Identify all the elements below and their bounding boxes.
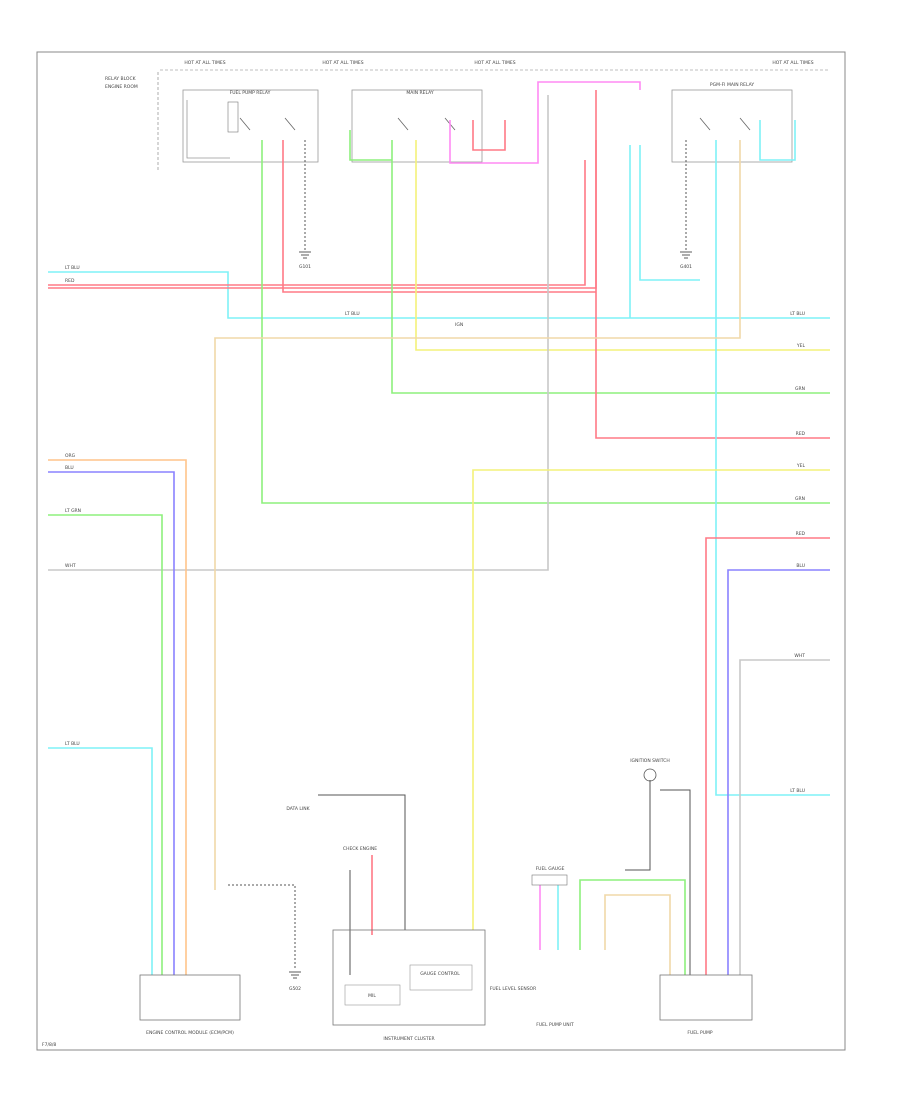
- ground-symbol-ecm: [289, 971, 301, 979]
- wire-ltgreen-ecm: [48, 514, 163, 975]
- ign-label: IGN: [455, 322, 463, 328]
- svg-text:ENGINE CONTROL MODULE (ECM/PCM: ENGINE CONTROL MODULE (ECM/PCM): [146, 1030, 234, 1036]
- ground-symbol-pgm-relay: [680, 251, 692, 259]
- svg-text:FUEL LEVEL SENSOR: FUEL LEVEL SENSOR: [490, 986, 536, 992]
- wire-ltblu-top-left: [48, 271, 830, 319]
- wire-green-fp-relay: [261, 140, 830, 504]
- wire-orange-ecm: [48, 459, 187, 975]
- right-ground-label: G401: [680, 264, 692, 270]
- right-wire-label: WHT: [794, 653, 805, 659]
- svg-text:FUEL PUMP UNIT: FUEL PUMP UNIT: [536, 1022, 574, 1028]
- wire-red-fp-relay: [282, 140, 596, 293]
- page-code: F7/8/8: [42, 1042, 56, 1048]
- ecm-module: ENGINE CONTROL MODULE (ECM/PCM): [139, 974, 241, 1036]
- eng-room-label: ENGINE ROOM: [105, 84, 138, 90]
- wire-yellow-cluster: [472, 469, 830, 930]
- pgm-fi-main-relay: PGM-FI MAIN RELAY: [671, 82, 793, 163]
- fuse-label-2: HOT AT ALL TIMES: [322, 60, 363, 66]
- left-wire-label: LT BLU: [65, 741, 80, 747]
- svg-text:FUEL PUMP: FUEL PUMP: [687, 1030, 713, 1036]
- right-wire-label: LT BLU: [790, 788, 805, 794]
- wire-green-main-relay: [391, 140, 830, 394]
- wire-yellow-main-relay: [415, 140, 830, 351]
- wire-red-right-438: [595, 140, 830, 439]
- wire-blue-fuel-pump: [727, 569, 830, 975]
- wire-red-fuel-pump: [705, 537, 830, 975]
- right-wire-label: GRN: [795, 496, 805, 502]
- left-wire-label: BLU: [65, 465, 74, 471]
- svg-text:MIL: MIL: [368, 993, 376, 999]
- fuel-pump-relay: FUEL PUMP RELAY: [182, 89, 319, 163]
- left-wire-label: LT GRN: [65, 508, 81, 514]
- ground-symbol-fp-relay: [299, 251, 311, 259]
- svg-text:FUEL PUMP RELAY: FUEL PUMP RELAY: [230, 90, 271, 96]
- wire-tan-right-relay: [214, 140, 741, 890]
- fuel-pump-unit: FUEL PUMP FUEL PUMP UNIT: [536, 974, 753, 1036]
- left-ground-label: G101: [299, 264, 311, 270]
- ground-wiring: [228, 140, 691, 975]
- relay-block-label: RELAY BLOCK: [105, 76, 137, 82]
- wire-tan-fuel-pump-unit: [604, 894, 671, 975]
- data-link-label: DATA LINK: [286, 806, 310, 812]
- fuse-label-4: HOT AT ALL TIMES: [772, 60, 813, 66]
- mid-wire-label: LT BLU: [345, 311, 360, 317]
- wire-green-main-relay-in: [349, 130, 392, 161]
- top-left-wire-label: LT BLU: [65, 265, 80, 271]
- left-wire-label: ORG: [65, 453, 76, 459]
- right-wire-label: BLU: [796, 563, 805, 569]
- main-relay: MAIN RELAY: [351, 89, 483, 163]
- right-edge-labels: LT BLU YEL GRN RED YEL GRN RED BLU WHT LT BLU: [790, 311, 805, 794]
- fuel-gauge-connector: FUEL GAUGE FUEL LEVEL SENSOR: [490, 866, 568, 992]
- ignition-switch-symbol: IGNITION SWITCH: [630, 758, 670, 782]
- fuse-label-1: HOT AT ALL TIMES: [184, 60, 225, 66]
- wire-red-top-left: [48, 160, 586, 286]
- svg-text:INSTRUMENT CLUSTER: INSTRUMENT CLUSTER: [383, 1036, 434, 1042]
- right-wire-label: YEL: [796, 343, 806, 349]
- svg-text:CHECK ENGINE: CHECK ENGINE: [343, 846, 377, 852]
- wire-ltblu-pgm-relay-2: [639, 145, 700, 281]
- right-wire-label: RED: [796, 431, 806, 437]
- diagram-border: [36, 51, 846, 1051]
- wire-ltblu-ecm: [48, 747, 153, 975]
- svg-text:FUEL GAUGE: FUEL GAUGE: [536, 866, 565, 872]
- wire-red-main-relay-loop: [472, 120, 506, 151]
- wire-ltblu-long: [715, 140, 830, 796]
- wire-white-fuel-pump: [739, 659, 830, 975]
- wire-pink-main-relay: [449, 81, 548, 164]
- wire-blue-ecm: [48, 471, 175, 975]
- wire-ltblu-right-relay: [759, 120, 796, 161]
- fuse-label-3: HOT AT ALL TIMES: [474, 60, 515, 66]
- ground-bus-label: G502: [289, 986, 301, 992]
- instrument-cluster: CHECK ENGINE GAUGE CONTROL MIL INSTRUMEN…: [332, 846, 486, 1042]
- left-edge-labels: ORG BLU LT GRN WHT LT BLU LT BLU RED LT BLU IGN: [65, 265, 463, 747]
- right-wire-label: RED: [796, 531, 806, 537]
- svg-text:GAUGE CONTROL: GAUGE CONTROL: [420, 971, 460, 977]
- svg-text:PGM-FI MAIN RELAY: PGM-FI MAIN RELAY: [710, 82, 754, 88]
- left-wire-label: WHT: [65, 563, 76, 569]
- wire-harness: [48, 81, 830, 975]
- wire-green-fuel-pump-unit: [579, 879, 686, 975]
- svg-text:IGNITION SWITCH: IGNITION SWITCH: [630, 758, 670, 764]
- right-wire-label: YEL: [796, 463, 806, 469]
- svg-text:MAIN RELAY: MAIN RELAY: [406, 90, 433, 96]
- top-left-wire-label: RED: [65, 278, 75, 284]
- right-wire-label: GRN: [795, 386, 805, 392]
- right-wire-label: LT BLU: [790, 311, 805, 317]
- wire-pink-top: [548, 81, 641, 90]
- wire-red-top-left-2: [48, 90, 597, 289]
